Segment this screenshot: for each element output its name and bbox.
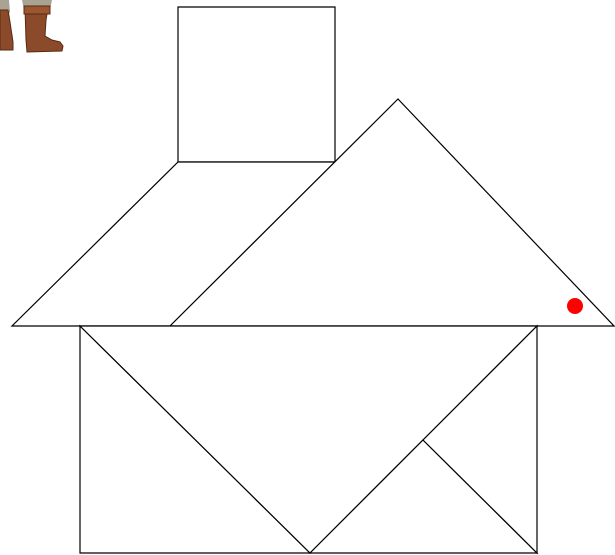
character-boots-icon[interactable] (0, 0, 63, 52)
left-boot-icon (0, 10, 13, 50)
boot-cuff (24, 6, 50, 14)
red-marker-dot[interactable] (567, 298, 583, 314)
right-boot-icon (25, 8, 63, 52)
chimney-square-piece[interactable] (178, 7, 335, 162)
